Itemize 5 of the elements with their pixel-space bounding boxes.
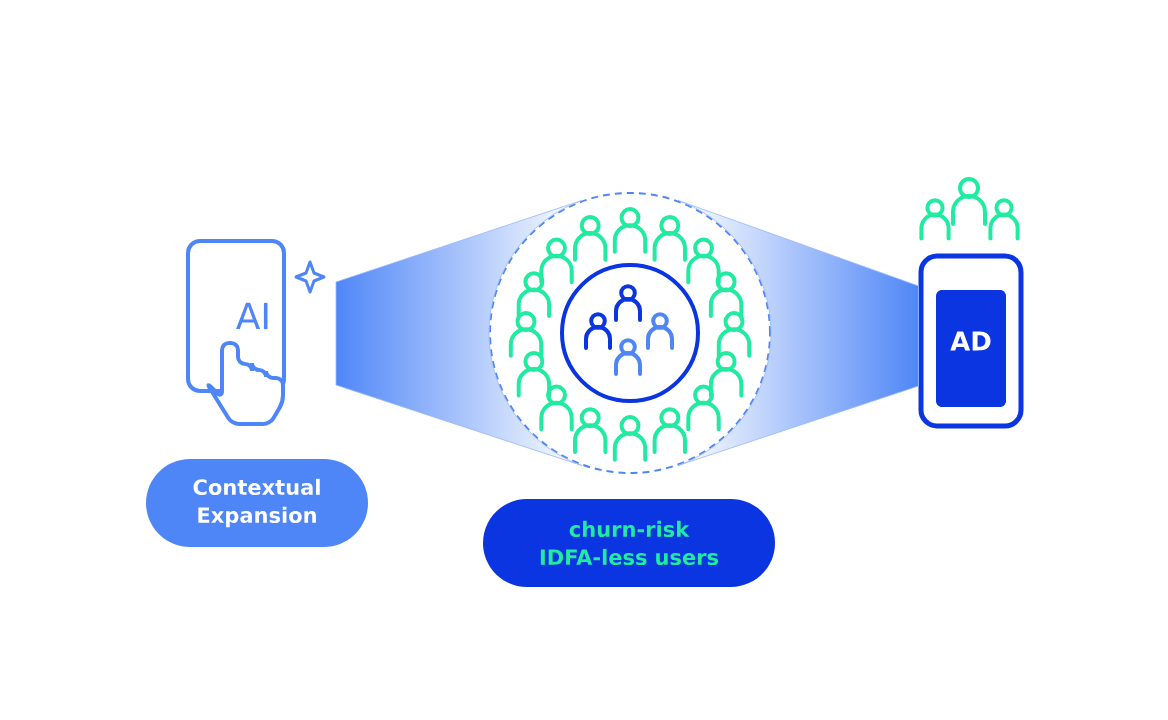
- light-beam: [335, 200, 583, 466]
- pill-label: Contextual Expansion: [146, 459, 368, 547]
- light-beam: [677, 200, 919, 466]
- dashed-circle: [489, 192, 771, 474]
- pill-label: churn-risk IDFA-less users: [483, 499, 775, 587]
